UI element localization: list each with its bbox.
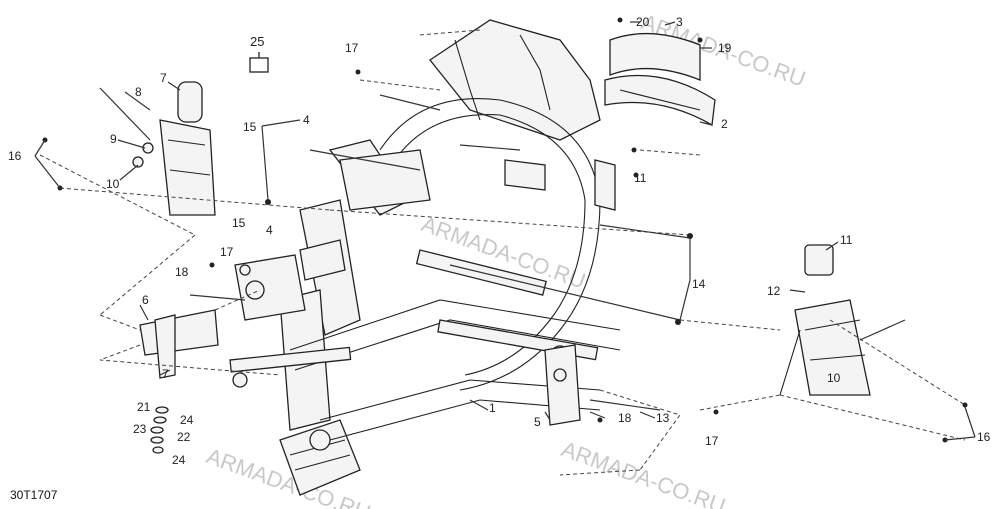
diagram-code: 30T1707: [10, 488, 58, 502]
fastener-dots: [42, 17, 968, 443]
callout-2: 2: [721, 117, 728, 131]
leader-lines: [34, 21, 976, 441]
callout-22: 22: [177, 430, 191, 444]
callout-15-mid: 15: [232, 216, 246, 230]
right-lower-bracket: [544, 344, 581, 426]
callout-17-top: 17: [345, 41, 359, 55]
callout-10-right: 10: [827, 371, 841, 385]
callout-24-bottom: 24: [172, 453, 186, 467]
callout-14: 14: [692, 277, 706, 291]
right-bracket-assembly: [779, 244, 871, 396]
callout-16-right: 16: [977, 430, 991, 444]
callout-20: 20: [636, 15, 650, 29]
callout-19: 19: [718, 41, 732, 55]
callout-16-left: 16: [8, 149, 22, 163]
callout-11-right: 11: [840, 233, 853, 247]
main-frame: [229, 19, 621, 496]
callout-15-top: 15: [243, 120, 257, 134]
callout-4-left-mid: 4: [266, 223, 273, 237]
callout-24-top: 24: [180, 413, 194, 427]
callout-7-bottom: 7: [162, 367, 169, 381]
long-fasteners: [189, 94, 906, 411]
callout-9: 9: [110, 132, 117, 146]
callout-10-left: 10: [106, 177, 120, 191]
left-lower-bracket: [139, 309, 219, 379]
callout-8: 8: [135, 85, 142, 99]
reference-box-icon: [249, 57, 269, 73]
top-right-bracket: [604, 32, 716, 127]
callout-4-left-top: 4: [303, 113, 310, 127]
callout-21: 21: [137, 400, 151, 414]
callout-12: 12: [767, 284, 781, 298]
hardware-stack: [150, 406, 169, 454]
callout-1: 1: [489, 401, 496, 415]
callout-5-right: 5: [534, 415, 541, 429]
callout-11-top: 11: [634, 171, 647, 185]
reference-box: 25: [249, 34, 269, 73]
callout-17-bottom: 17: [705, 434, 719, 448]
assembly-outlines: [39, 29, 966, 476]
callout-18-left: 18: [175, 265, 189, 279]
watermark-bottom-right: ARMADA-CO.RU: [558, 436, 729, 509]
left-bracket-assembly: [132, 81, 216, 216]
callout-6: 6: [142, 293, 149, 307]
callout-labels: 1 2 3 4 4 5 6 7 7 8 9 10 10 11 11 12 13 …: [8, 15, 991, 467]
callout-7-top: 7: [160, 71, 167, 85]
callout-13: 13: [656, 411, 670, 425]
callout-23: 23: [133, 422, 147, 436]
callout-3: 3: [676, 15, 683, 29]
callout-17-mid: 17: [220, 245, 234, 259]
callout-18-right: 18: [618, 411, 632, 425]
reference-box-number: 25: [250, 34, 264, 49]
left-mid-bracket: [234, 254, 306, 321]
